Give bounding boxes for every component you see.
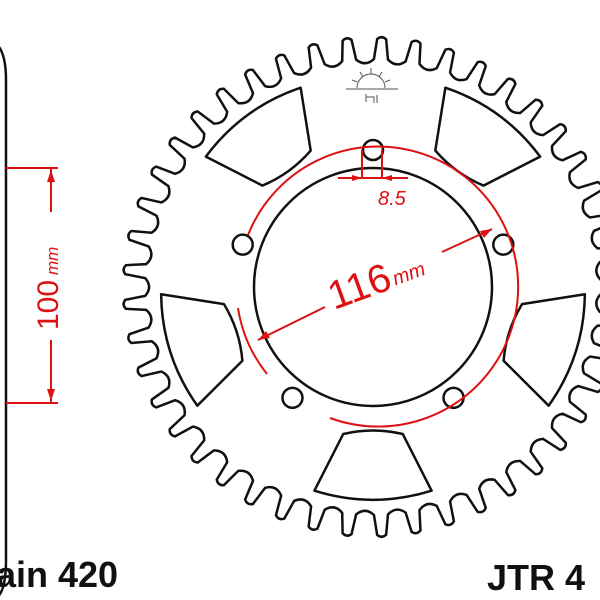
hole-dimension	[338, 150, 408, 181]
width-value: 100	[32, 280, 65, 330]
lightening-window	[313, 429, 433, 502]
center-bore	[252, 166, 494, 408]
bolt-hole	[492, 233, 515, 256]
bolt-hole	[231, 233, 254, 256]
width-unit: mm	[43, 247, 62, 275]
sprocket-side-profile	[0, 46, 8, 596]
lightening-window	[204, 86, 312, 187]
bolt-hole	[361, 138, 385, 162]
width-dimension	[6, 167, 58, 404]
pcd-dimension	[237, 145, 520, 428]
hole-diameter-label: 8.5	[378, 188, 407, 210]
lightening-window	[502, 292, 587, 407]
lightening-window	[434, 86, 542, 187]
chain-size-label: ain 420	[0, 554, 118, 595]
bolt-hole	[281, 386, 304, 410]
sprocket-teeth-outline	[122, 35, 600, 539]
brand-logo-icon	[346, 68, 398, 103]
pcd-unit: mm	[390, 258, 429, 290]
lightening-window	[159, 292, 244, 407]
part-number-label: JTR 4	[487, 557, 585, 598]
pcd-value: 116	[322, 255, 397, 318]
